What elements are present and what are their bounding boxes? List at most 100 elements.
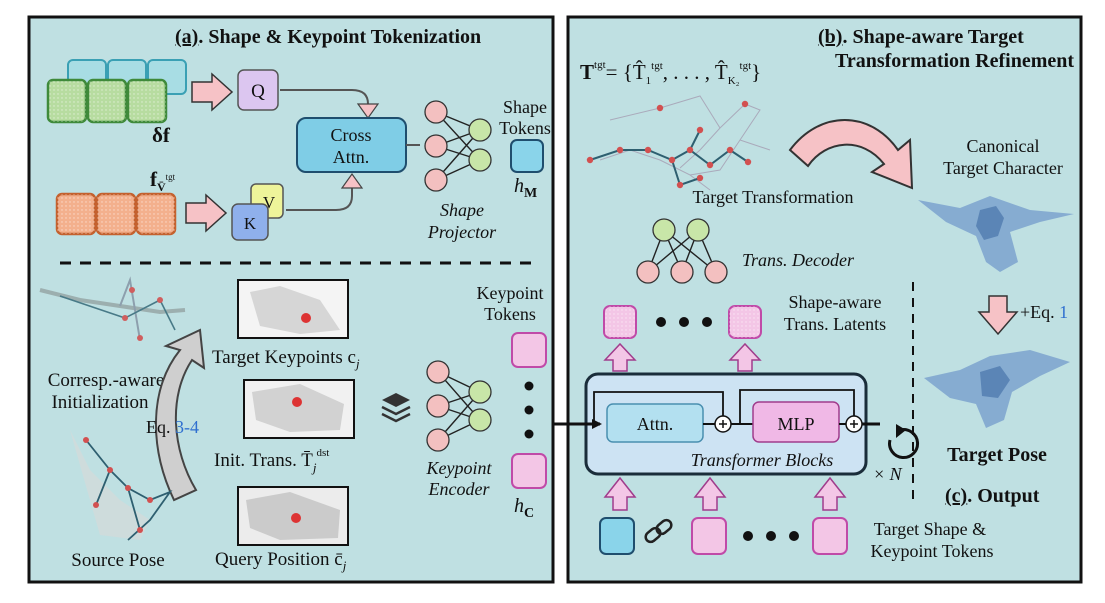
shape-tokens-line2: Tokens	[499, 118, 551, 138]
keypoint-token-dot-2	[524, 405, 534, 415]
keypoint-tokens-line1: Keypoint	[477, 283, 544, 303]
keypoint-encoder-network	[426, 360, 492, 452]
arrow-up-input-1	[603, 476, 637, 511]
corresp-init-line1: Corresp.-aware	[48, 370, 165, 391]
target-pose-character	[924, 350, 1070, 428]
target-tokens-line2: Keypoint Tokens	[871, 541, 994, 561]
cross-attention-line1: Cross	[330, 125, 371, 145]
residual-add-2-plus	[850, 420, 858, 428]
target-keypoint-dot	[301, 313, 311, 323]
mlp-label: MLP	[777, 414, 814, 434]
apply-transform-arrow	[788, 119, 914, 190]
attention-label: Attn.	[637, 414, 674, 434]
residual-skip-2	[739, 389, 855, 424]
panel-a-title-text: . Shape & Keypoint Tokenization	[198, 26, 481, 48]
input-dot-3	[789, 531, 799, 541]
arrow-up-latent-1	[603, 342, 637, 372]
trans-decoder-label: Trans. Decoder	[742, 250, 855, 270]
key-box	[231, 203, 269, 241]
target-keypoints-label: Target Keypoints cj	[212, 347, 360, 371]
input-dot-1	[743, 531, 753, 541]
panel-a-title: (a). Shape & Keypoint Tokenization	[175, 26, 481, 48]
shape-tokens-line1: Shape	[503, 97, 547, 117]
arrow-up-input-2	[693, 476, 727, 511]
residual-skip-1	[593, 391, 724, 424]
output-arrow	[977, 295, 1019, 336]
layers-icon	[381, 393, 411, 423]
latents-line1: Shape-aware	[789, 292, 882, 312]
panel-a-label: (a)	[175, 26, 198, 48]
transformer-blocks-label: Transformer Blocks	[691, 450, 834, 470]
repeat-count: × N	[873, 464, 903, 484]
input-keypoint-token-first	[691, 517, 727, 555]
arrow-up-latent-2	[728, 342, 762, 372]
shape-projector-network	[424, 100, 492, 192]
shape-token-symbol: hM	[514, 175, 537, 201]
arrow-to-q	[191, 72, 234, 112]
q-connector-head	[356, 103, 380, 120]
keypoint-encoder-line1: Keypoint	[426, 458, 493, 478]
canonical-line2: Target Character	[943, 158, 1063, 178]
keypoint-token-last	[511, 453, 547, 489]
output-equation-ref: +Eq. 1	[1020, 302, 1068, 322]
init-equation-ref: Eq. 3-4	[146, 417, 199, 437]
arrow-to-kv	[185, 193, 228, 233]
cross-attention-line2: Attn.	[333, 147, 370, 167]
target-tokens-line1: Target Shape &	[874, 519, 986, 539]
repeat-icon-head	[896, 424, 906, 438]
corresp-init-line2: Initialization	[51, 392, 149, 413]
target-transform-set: Ttgt= {T̂1tgt, . . . , T̂K₂tgt}	[580, 59, 761, 87]
query-position-label: Query Position c̄j	[215, 549, 347, 573]
kv-connector-head	[340, 172, 364, 189]
arrow-up-input-3	[813, 476, 847, 511]
key-label: K	[244, 214, 257, 233]
mlp-box	[752, 401, 840, 443]
panel-bc: (b). Shape-aware Target Transformation R…	[553, 15, 1083, 584]
panel-b-title-line2: Transformation Refinement	[835, 50, 1074, 72]
latent-dot-2	[679, 317, 689, 327]
target-transformation-label: Target Transformation	[693, 187, 854, 207]
trans-decoder-network	[636, 218, 728, 284]
query-label: Q	[251, 81, 265, 102]
source-pose-label: Source Pose	[71, 550, 164, 571]
vertex-feature-tokens	[55, 192, 177, 236]
shape-projector-line1: Shape	[440, 200, 484, 220]
latent-dot-1	[656, 317, 666, 327]
init-trans-dot	[292, 397, 302, 407]
source-pose-skeleton	[70, 430, 173, 541]
target-pose-label: Target Pose	[947, 444, 1047, 466]
latent-dot-3	[702, 317, 712, 327]
panel-c-title: (c). Output	[945, 485, 1040, 507]
latents-line2: Trans. Latents	[784, 314, 886, 334]
keypoint-token-first	[511, 332, 547, 368]
input-keypoint-token-last	[812, 517, 848, 555]
panel-a: (a). Shape & Keypoint Tokenization δf Q …	[27, 15, 555, 584]
kv-connector	[286, 186, 353, 211]
init-trans-silhouette	[252, 384, 344, 432]
keypoint-token-dot-1	[524, 381, 534, 391]
keypoint-token-symbol: hC	[514, 495, 534, 521]
shape-feature-tokens	[46, 59, 187, 124]
keypoint-encoder-line2: Encoder	[428, 479, 491, 499]
residual-add-1-plus	[719, 420, 727, 428]
target-transformation-skeleton	[586, 95, 771, 191]
init-trans-label: Init. Trans. T̄jdst	[214, 447, 329, 475]
shape-token	[510, 139, 544, 173]
query-box	[237, 69, 279, 111]
keypoint-tokens-line2: Tokens	[484, 304, 536, 324]
delta-f-label: δf	[152, 123, 171, 147]
input-dot-2	[766, 531, 776, 541]
query-position-dot	[291, 513, 301, 523]
canonical-line1: Canonical	[967, 136, 1040, 156]
input-shape-token	[599, 517, 635, 555]
concat-link-icon	[644, 518, 673, 544]
repeat-icon	[888, 428, 919, 459]
shape-projector-line2: Projector	[427, 222, 497, 242]
canonical-character	[918, 196, 1074, 272]
panel-b-title: (b). Shape-aware Target	[818, 26, 1024, 48]
vertex-feature-label: fV̄tgt	[150, 167, 176, 194]
initialization-arrow	[155, 328, 206, 502]
target-keypoints-silhouette	[250, 286, 340, 334]
keypoint-token-dot-3	[524, 429, 534, 439]
